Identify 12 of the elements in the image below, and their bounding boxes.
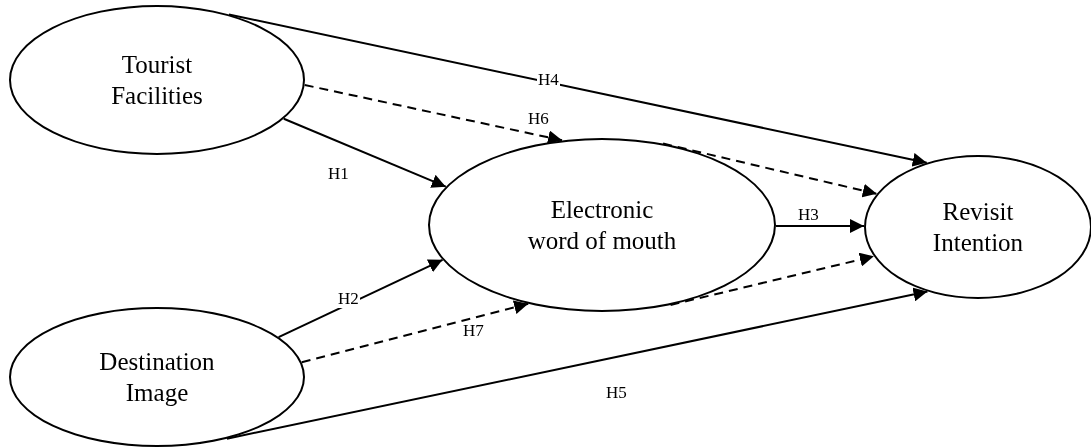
construct-name: Electronic word of mouth (526, 195, 678, 256)
arrow (225, 287, 929, 440)
arrow (277, 258, 444, 339)
arrow (669, 252, 875, 306)
construct-name: Tourist Facilities (110, 50, 204, 111)
arrow (775, 219, 865, 233)
edge-label: H4 (537, 71, 560, 89)
construct-name: Revisit Intention (931, 197, 1025, 258)
arrow (282, 117, 447, 188)
edge-label: H2 (337, 290, 360, 308)
construct-name: Destination Image (98, 347, 216, 408)
construct-ellipse (864, 155, 1091, 299)
